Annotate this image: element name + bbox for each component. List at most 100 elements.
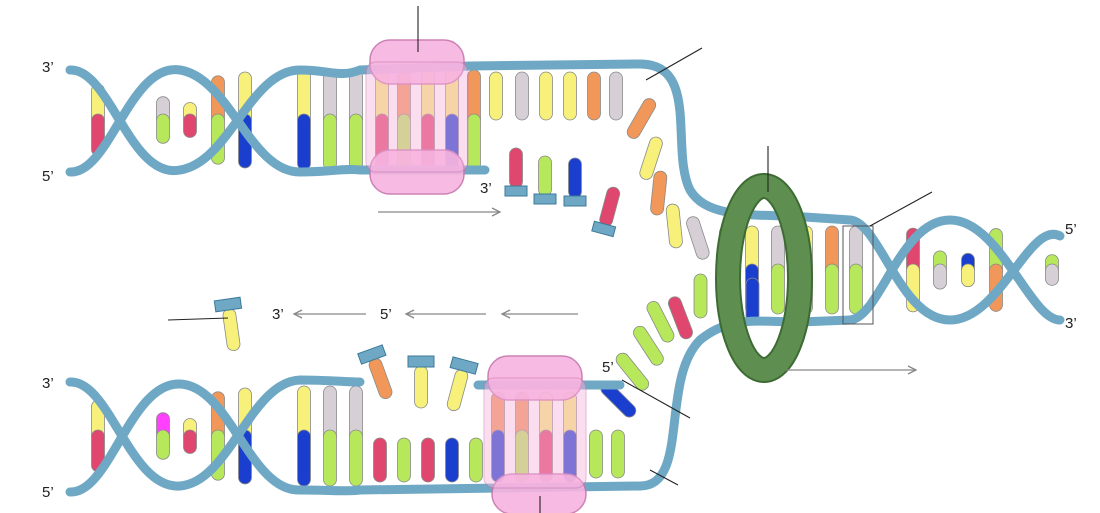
fork-top-base-2 [639,136,663,180]
fork-bottom-base-5 [668,296,693,340]
bottom-left-base-pair-3-lower [183,429,197,454]
callout-top-strand [645,47,703,81]
lagging-arrow-2-head [404,309,415,319]
bottom-polymerase-lower-lobe [491,473,587,513]
free-nucleotide-5 [213,296,243,352]
base-pair-highlight-box [842,225,874,325]
free-nucleotide-7-base [414,365,428,409]
base-pairs-layer [91,69,1059,487]
bottom-template-base-1 [373,437,387,483]
fork-base-pair-3-lower [771,263,785,315]
top-unpaired-base-3 [539,71,553,121]
free-nucleotide-5-base [222,308,241,352]
bottom-template-base-4 [445,437,459,483]
top-left-base-pair-2-lower [156,113,170,144]
callout-lines [167,6,933,513]
top-unpaired-base-5 [587,71,601,121]
fork-top-base-3 [650,170,668,216]
top-left-base-pair-7-lower [323,113,337,171]
leading-strand-3-prime: 3’ [480,180,492,197]
free-nucleotide-6 [357,344,393,400]
free-nucleotide-3-phosphate [563,195,587,207]
free-nucleotide-4 [591,186,621,238]
fork-base-pair-5-lower [825,263,839,315]
free-nucleotide-2-phosphate [533,193,557,205]
free-nucleotide-4-base [599,186,621,227]
free-nucleotide-3-base [568,157,582,199]
free-nucleotide-3 [563,157,587,207]
right-base-pair-5-lower [1045,263,1059,286]
top-unpaired-base-2 [515,71,529,121]
free-nucleotide-2 [533,155,557,205]
fork-bottom-base-6 [693,273,708,319]
direction-arrows [292,207,918,375]
top-unpaired-base-6 [609,71,623,121]
free-nucleotide-6-phosphate [357,344,387,365]
top-left-base-pair-6-lower [297,113,311,171]
bottom-parental-strand [635,315,855,491]
fork-bottom-base-4 [646,301,675,343]
bottom-left-base-pair-8-lower [349,429,363,487]
lagging-arrow-1-head [292,309,303,319]
free-nucleotide-1 [504,147,528,197]
bottom-left-base-pair-2-lower [156,429,170,460]
top-polymerase-lower-lobe [369,149,465,195]
free-nucleotide-8-base [446,369,469,412]
free-nucleotide-7-phosphate [407,355,435,368]
helicase-ring [717,175,811,381]
fork-bottom-base-2 [615,352,650,391]
free-nucleotide-5-phosphate [213,296,243,313]
fork-top-base-4 [665,203,683,249]
free-nucleotide-8-phosphate [449,356,479,375]
right-bottom-3-prime: 3’ [1065,315,1077,332]
right-base-pair-2-lower [933,263,947,290]
callout-bottom-strand [649,469,679,486]
top-left-base-pair-3-lower [183,113,197,138]
lagging-5-prime: 5’ [380,306,392,323]
right-base-pair-3-lower [961,263,975,288]
bottom-polymerase-body [483,377,587,489]
free-nucleotide-6-base [368,357,393,400]
free-nucleotide-4-phosphate [591,220,617,238]
fork-base-pair-6-lower [849,263,863,315]
bottom-template-base-2 [397,437,411,483]
leading-direction-arrow-head [491,207,502,217]
bottom-template-base-3 [421,437,435,483]
top-parental-strand [635,59,855,225]
fork-bottom-base-8 [745,277,760,323]
right-top-5-prime: 5’ [1065,221,1077,238]
fork-bottom-base-3 [633,325,664,366]
free-nucleotide-8 [446,356,479,412]
lagging-3-prime: 3’ [272,306,284,323]
fork-direction-arrow-head [907,365,918,375]
lagging-fragment-5-prime: 5’ [602,359,614,376]
top-left-base-pair-8-lower [349,113,363,171]
right-helix-strand-a [845,215,1065,325]
protein-layer [365,39,874,513]
lagging-arrow-3-head [500,309,511,319]
fork-top-base-1 [626,98,657,139]
callout-free-nucleotide [167,317,229,321]
free-nucleotides-layer [213,147,621,412]
free-nucleotide-1-phosphate [504,185,528,197]
top-helix-strand-a [65,59,645,175]
bottom-template-unpaired-2 [611,429,625,479]
backbone-layer [65,59,1065,497]
fork-top-base-5 [686,216,710,260]
top-left-3-prime: 3’ [42,59,54,76]
top-left-5-prime: 5’ [42,168,54,185]
top-left-base-pair-13-lower [467,113,481,171]
top-polymerase-body [365,61,469,173]
bottom-left-3-prime: 3’ [42,375,54,392]
bottom-template-unpaired-1 [589,429,603,479]
top-unpaired-base-4 [563,71,577,121]
free-nucleotide-1-base [509,147,523,189]
bottom-helix-strand-b [65,379,645,497]
callout-base-pair [869,191,933,227]
top-unpaired-base-1 [489,71,503,121]
top-helix-strand-b [65,65,490,177]
bottom-left-base-pair-7-lower [323,429,337,487]
free-nucleotide-2-base [538,155,552,197]
